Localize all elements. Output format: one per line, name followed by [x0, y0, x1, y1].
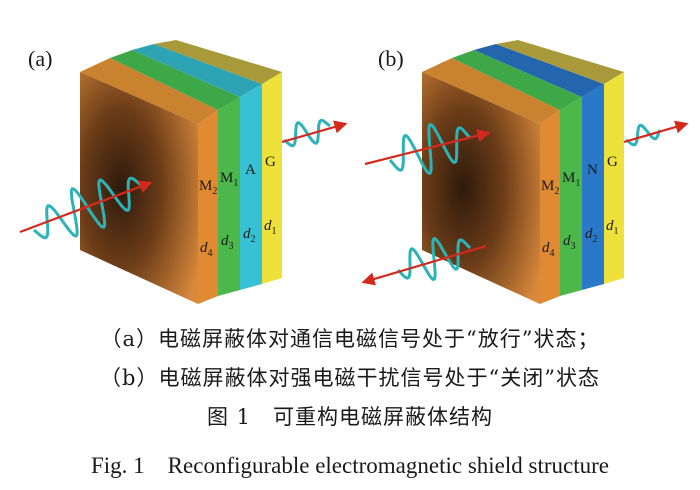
panel-b-top-n: [474, 44, 604, 97]
panel-a-layer-m2-side: [198, 110, 218, 304]
panel-a-incident-wave: [33, 176, 143, 240]
panel-a-top-a: [132, 44, 262, 97]
panel-b-top-g: [496, 40, 624, 84]
panel-a-layer-a-label: A: [245, 162, 256, 178]
panel-a-top-m1: [110, 50, 240, 110]
panel-b-incident-arrow: [364, 129, 491, 166]
panel-b-layer-m1-label: M1: [562, 170, 580, 189]
panel-b-transmitted-wave: [625, 123, 662, 147]
panel-b-layer-m1-side: [560, 97, 582, 296]
caption-line-b: （b）电磁屏蔽体对强电磁干扰信号处于“关闭”状态: [100, 366, 600, 390]
panel-b-layer-m2-label: M2: [541, 178, 559, 197]
panel-b-front-face: [422, 72, 540, 304]
panel-a-transmitted-arrow: [281, 120, 348, 144]
panel-b-layer-d3-label: d3: [563, 233, 576, 252]
panel-b-label: (b): [378, 46, 404, 71]
panel-a-layer-d2-label: d2: [243, 226, 256, 245]
panel-b-layer-g-label: G: [607, 154, 618, 170]
panel-a-layer-d3-label: d3: [221, 233, 234, 252]
panel-a-transmitted-wave: [283, 118, 331, 148]
panel-a-top-m2: [80, 58, 218, 124]
shield-structure-diagram: (a) M2 M1 A G d4 d3 d2 d1 (b): [19, 40, 689, 304]
panel-b-reflected-wave: [396, 236, 472, 282]
caption-line-a: （a）电磁屏蔽体对通信电磁信号处于“放行”状态；: [100, 327, 600, 351]
panel-a-layer-g-side: [262, 72, 282, 284]
panel-a-layer-g-label: G: [265, 154, 276, 170]
panel-b-layer-m2-side: [540, 110, 560, 304]
panel-a: (a) M2 M1 A G d4 d3 d2 d1: [19, 40, 348, 304]
panel-b-reflected-arrow: [361, 244, 487, 286]
panel-a-layer-m1-label: M1: [220, 170, 238, 189]
panel-b-top-m1: [452, 50, 582, 110]
panel-a-top-g: [154, 40, 282, 84]
panel-b-layer-g-side: [604, 72, 624, 284]
panel-b-top-m2: [422, 58, 560, 124]
panel-a-incident-arrow: [19, 180, 153, 234]
panel-b-layer-d2-label: d2: [585, 226, 598, 245]
panel-a-layer-m2-label: M2: [199, 178, 217, 197]
panel-b-layer-d4-label: d4: [542, 240, 555, 259]
panel-b-layer-d1-label: d1: [606, 218, 619, 237]
panel-b: (b) M2 M1 N G d4 d3 d2 d1: [361, 40, 689, 304]
figure-title-zh: 图 1 可重构电磁屏蔽体结构: [206, 405, 494, 429]
panel-b-layer-n-label: N: [587, 162, 598, 178]
panel-a-layer-m1-side: [218, 97, 240, 296]
figure-title-en: Fig. 1 Reconfigurable electromagnetic sh…: [91, 453, 609, 478]
panel-a-label: (a): [28, 46, 52, 71]
panel-a-layer-d4-label: d4: [200, 240, 213, 259]
panel-a-layer-d1-label: d1: [264, 218, 277, 237]
panel-a-layer-a-side: [240, 84, 262, 290]
panel-b-transmitted-arrow: [623, 120, 689, 144]
panel-b-layer-n-side: [582, 84, 604, 290]
